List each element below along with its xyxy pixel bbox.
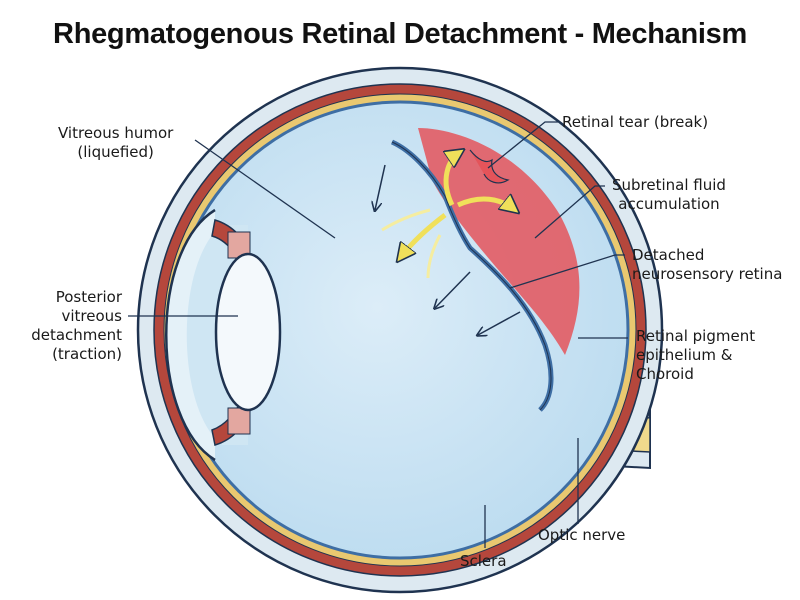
label-posterior-vitreous: Posterior vitreous detachment (traction) (22, 288, 122, 364)
vitreous-arrow-3 (478, 311, 521, 335)
leader-fluid (534, 185, 605, 239)
label-retina-line2: neurosensory retina (632, 265, 783, 283)
label-tear-line1: Retinal tear (break) (562, 113, 709, 131)
leader-tear (487, 121, 558, 169)
label-posterior-line3: detachment (31, 326, 122, 344)
label-detached-retina: Detached neurosensory retina (632, 246, 782, 284)
vitreous-arrow-2 (435, 271, 471, 308)
detached-retina-outline (391, 141, 552, 411)
flow-arrow-4 (381, 208, 431, 232)
label-posterior-line2: vitreous (61, 307, 123, 325)
label-subretinal-fluid: Subretinal fluid accumulation (612, 176, 726, 214)
label-rpe-line1: Retinal pigment (636, 327, 756, 345)
lens (214, 252, 282, 412)
label-optic-line1: Optic nerve (538, 526, 626, 544)
label-vitreous-line2: (liquefied) (77, 143, 154, 161)
leader-retina (509, 254, 625, 289)
label-sclera: Sclera (460, 552, 507, 571)
label-optic-nerve: Optic nerve (538, 526, 625, 545)
label-sclera-line1: Sclera (460, 552, 507, 570)
label-posterior-line4: (traction) (52, 345, 122, 363)
leader-vitreous (194, 139, 336, 239)
flow-arrow-2 (456, 199, 515, 210)
label-rpe-line2: epithelium & (636, 346, 733, 364)
label-fluid-line2: accumulation (618, 195, 720, 213)
flow-arrow-1 (446, 152, 460, 207)
label-fluid-line1: Subretinal fluid (612, 176, 726, 194)
flow-arrow-3 (400, 213, 447, 258)
label-posterior-line1: Posterior (55, 288, 122, 306)
label-vitreous-line1: Vitreous humor (58, 124, 174, 142)
diagram-title: Rhegmatogenous Retinal Detachment - Mech… (53, 18, 747, 50)
subretinal-fluid (418, 128, 580, 355)
ciliary-lower (227, 407, 251, 435)
label-rpe-choroid: Retinal pigment epithelium & Choroid (636, 327, 755, 384)
label-vitreous-humor: Vitreous humor (liquefied) (58, 124, 173, 162)
label-retina-line1: Detached (632, 246, 705, 264)
flow-arrow-5 (426, 234, 442, 279)
label-retinal-tear: Retinal tear (break) (562, 113, 708, 132)
label-rpe-line3: Choroid (636, 365, 694, 383)
vitreous-arrow-1 (375, 164, 386, 210)
